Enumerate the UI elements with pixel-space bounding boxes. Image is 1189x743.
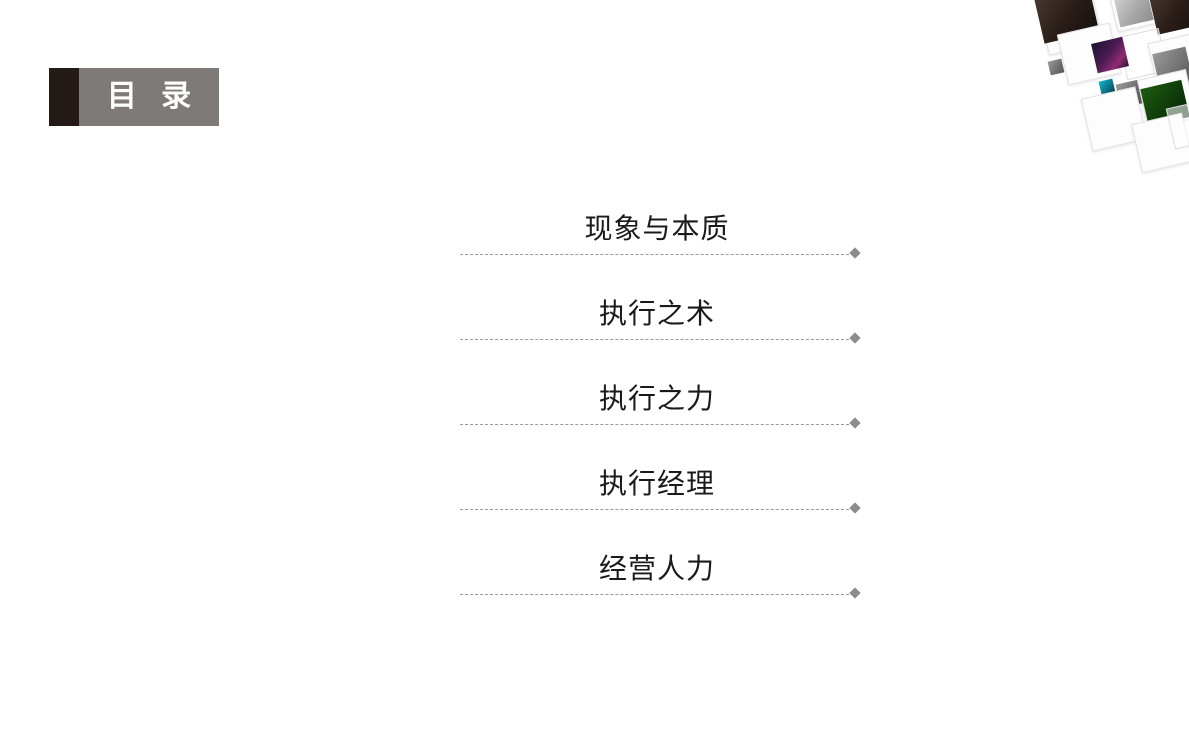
decor-square-icon — [1131, 112, 1189, 174]
toc-item-label: 执行之术 — [598, 298, 715, 329]
decor-square-icon — [1080, 86, 1148, 152]
decor-square-icon — [1107, 0, 1163, 33]
decor-square-icon — [1137, 69, 1189, 129]
diamond-marker-icon — [849, 247, 861, 259]
decor-square-icon — [1047, 58, 1065, 76]
decor-square-icon — [1056, 22, 1122, 86]
diamond-marker-icon — [849, 417, 861, 429]
decorative-cube-collage — [1024, 0, 1189, 185]
page-title: 目 录 — [106, 80, 200, 113]
decor-square-icon — [1152, 46, 1189, 92]
decor-square-icon — [1140, 79, 1189, 127]
toc-divider — [460, 509, 854, 511]
table-of-contents: 现象与本质 执行之术 执行之力 执行经理 经营人力 — [460, 205, 861, 630]
diamond-marker-icon — [849, 502, 861, 514]
decor-square-icon — [1147, 33, 1189, 89]
toc-item[interactable]: 经营人力 — [460, 545, 861, 630]
decor-square-icon — [1032, 0, 1100, 44]
title-accent-bar — [49, 68, 79, 126]
decor-square-icon — [1147, 0, 1189, 35]
decor-square-icon — [1115, 79, 1143, 109]
toc-divider — [460, 594, 854, 596]
decor-square-icon — [1165, 100, 1189, 150]
decor-square-icon — [1098, 78, 1116, 96]
toc-item[interactable]: 现象与本质 — [460, 205, 861, 290]
toc-item[interactable]: 执行之术 — [460, 290, 861, 375]
toc-item-label: 执行经理 — [598, 468, 715, 499]
diamond-marker-icon — [849, 332, 861, 344]
toc-item-label: 经营人力 — [598, 553, 715, 584]
page-title-block: 目 录 — [49, 68, 219, 126]
decor-square-icon — [1117, 27, 1169, 81]
title-plate: 目 录 — [79, 68, 219, 126]
decor-square-icon — [1036, 0, 1104, 56]
diamond-marker-icon — [849, 587, 861, 599]
toc-item-label: 现象与本质 — [584, 213, 730, 244]
decor-square-icon — [1112, 0, 1154, 28]
toc-divider — [460, 424, 854, 426]
toc-divider — [460, 339, 854, 341]
toc-divider — [460, 254, 854, 256]
toc-item[interactable]: 执行经理 — [460, 460, 861, 545]
toc-item[interactable]: 执行之力 — [460, 375, 861, 460]
decor-square-icon — [1091, 36, 1129, 74]
toc-item-label: 执行之力 — [598, 383, 715, 414]
